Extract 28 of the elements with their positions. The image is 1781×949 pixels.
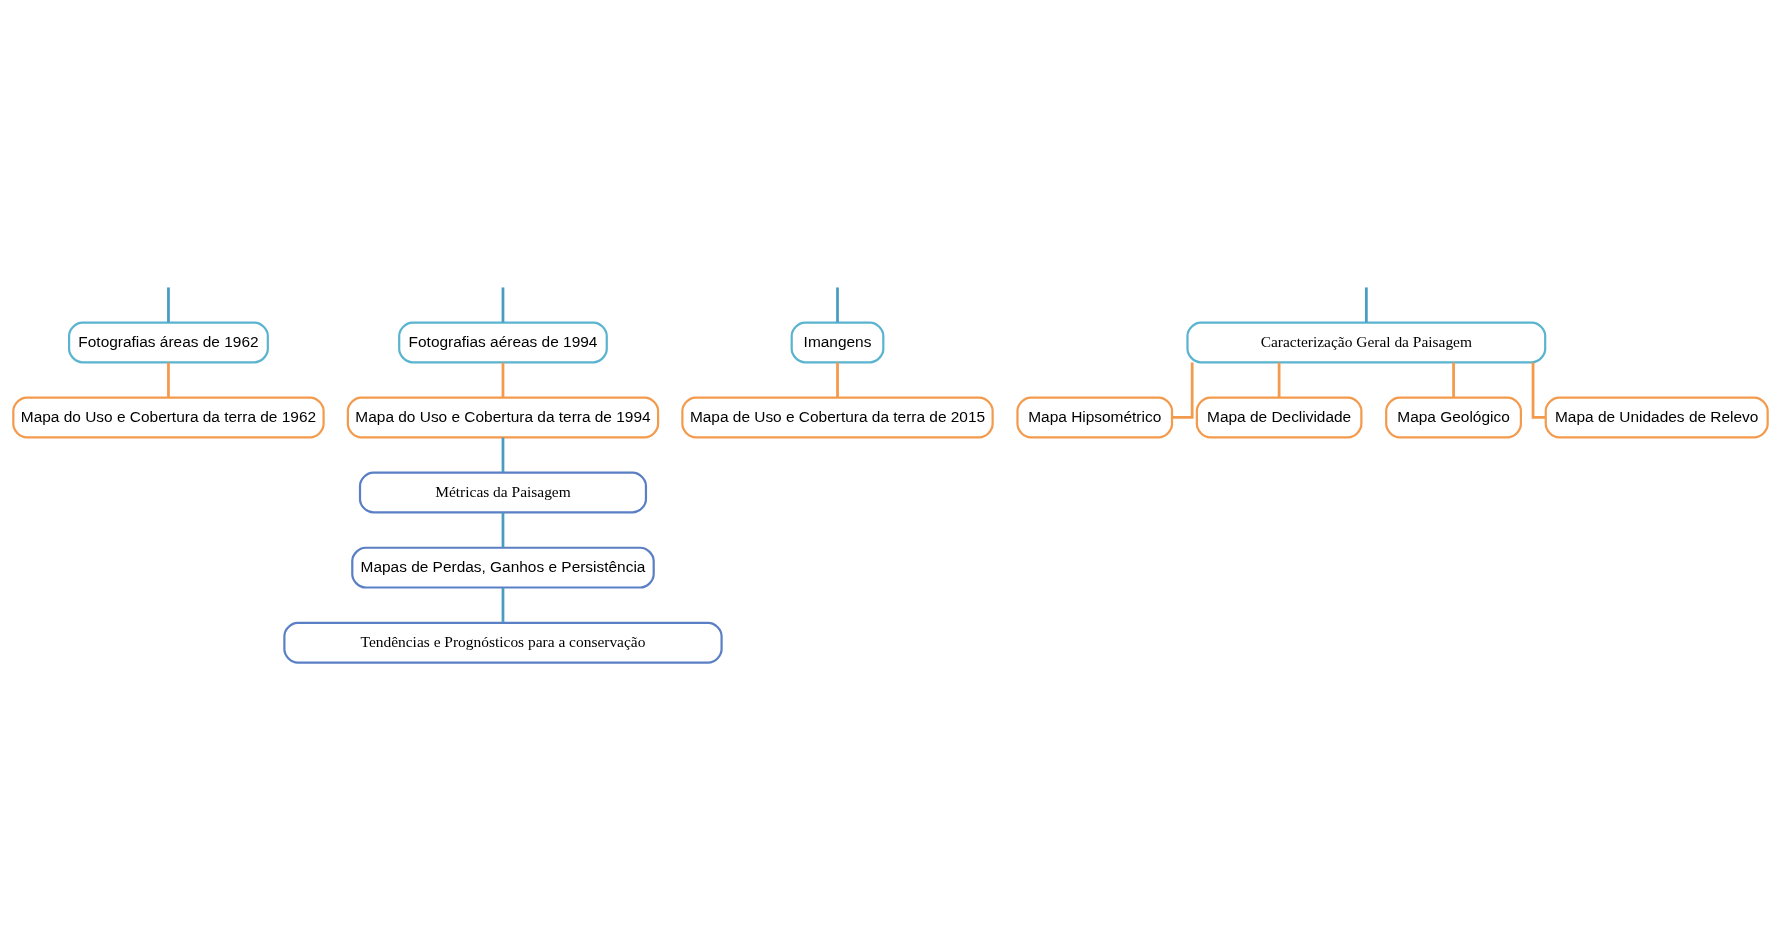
connector [1364, 287, 1368, 323]
connector [501, 587, 505, 623]
node-box: Mapa de Declividade [1195, 396, 1363, 439]
connector [1531, 362, 1546, 419]
node-box: Mapa Geológico [1385, 396, 1522, 439]
connector [1277, 362, 1281, 398]
connector [167, 287, 170, 323]
connector [1172, 362, 1194, 419]
node-box: Métricas da Paisagem [358, 471, 648, 514]
connector [501, 362, 505, 398]
connector [836, 362, 839, 398]
connector [501, 512, 505, 548]
connector [501, 437, 505, 473]
node-box: Mapa de Uso e Cobertura da terra de 2015 [681, 396, 994, 439]
connector [836, 287, 839, 323]
connector [1452, 362, 1455, 398]
node-box: Mapas de Perdas, Ganhos e Persistência [351, 546, 655, 589]
connector [167, 362, 170, 398]
node-box: Caracterização Geral da Paisagem [1186, 321, 1547, 364]
node-box: Mapa do Uso e Cobertura da terra de 1962 [12, 396, 325, 439]
node-box: Mapa do Uso e Cobertura da terra de 1994 [346, 396, 660, 439]
node-box: Tendências e Prognósticos para a conservação [283, 621, 723, 664]
node-box: Mapa de Unidades de Relevo [1544, 396, 1769, 439]
node-box: Fotografias aéreas de 1994 [398, 321, 608, 364]
connector [501, 287, 505, 323]
node-box: Fotografias áreas de 1962 [68, 321, 269, 364]
node-box: Imangens [790, 321, 885, 364]
node-box: Mapa Hipsométrico [1016, 396, 1174, 439]
